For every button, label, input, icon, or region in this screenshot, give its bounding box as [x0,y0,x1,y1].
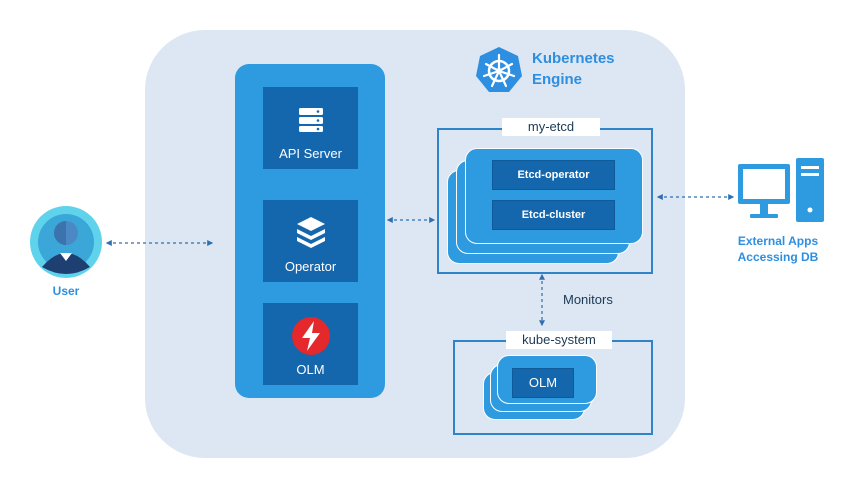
external-apps-label: External Apps Accessing DB [718,233,838,265]
external-apps-line1: External Apps [737,234,819,248]
kube-olm-box[interactable]: OLM [512,368,574,398]
monitors-label: Monitors [563,292,613,307]
kube-system-title: kube-system [506,331,612,349]
etcd-operator-bar[interactable]: Etcd-operator [492,160,615,190]
user-label: User [52,284,80,298]
kubernetes-icon [476,47,522,92]
external-apps-line2: Accessing DB [737,250,819,264]
olm-label: OLM [296,362,325,377]
lightning-icon [291,317,330,355]
engine-title-line2: Engine [532,71,583,88]
api-server-card[interactable]: API Server [263,87,358,169]
engine-title-line1: Kubernetes [532,50,615,67]
api-server-label: API Server [279,146,342,161]
etcd-cluster-bar[interactable]: Etcd-cluster [492,200,615,230]
layers-icon [296,217,325,248]
operator-card[interactable]: Operator [263,200,358,282]
operator-label: Operator [284,259,337,274]
engine-title: Kubernetes Engine [532,48,652,90]
user-avatar-icon[interactable] [29,205,104,280]
olm-card[interactable]: OLM [263,303,358,385]
my-etcd-title: my-etcd [502,118,600,136]
desktop-computer-icon[interactable] [738,158,826,224]
server-icon [298,108,323,132]
